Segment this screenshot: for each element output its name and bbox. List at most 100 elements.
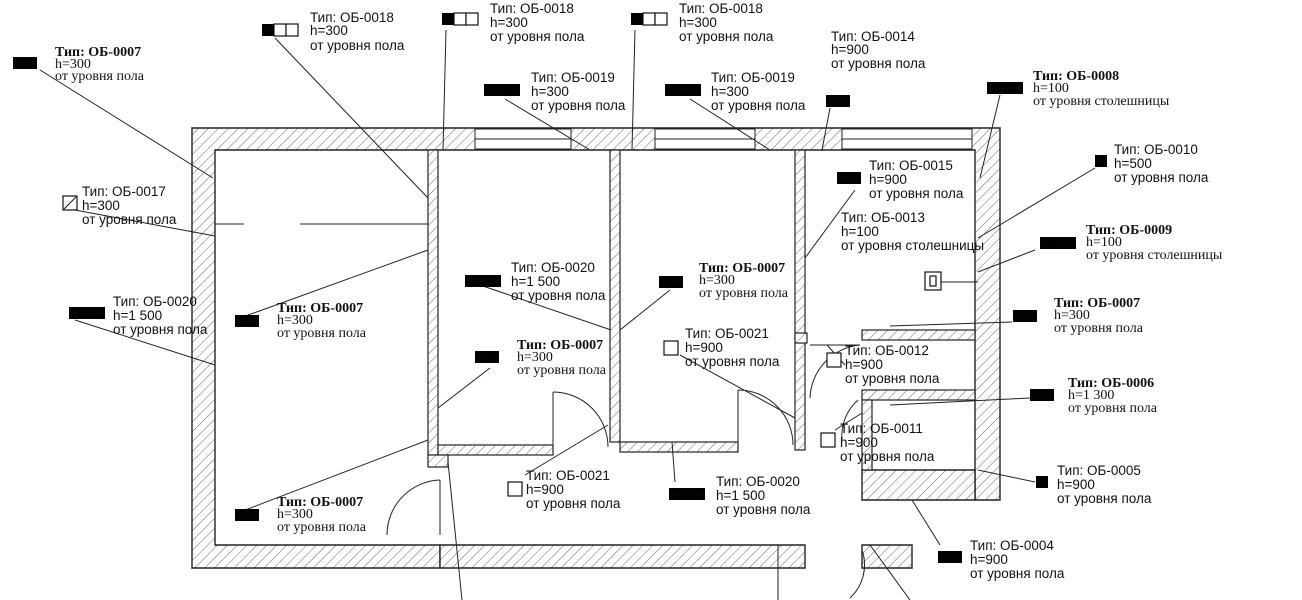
label-type: Тип: ОБ-0020 xyxy=(716,474,800,489)
label-height: h=900 xyxy=(970,552,1008,567)
socket-triple-icon xyxy=(987,82,1023,94)
label-type: Тип: ОБ-0014 xyxy=(831,29,915,44)
outer-wall xyxy=(191,127,1001,569)
label-ref: от уровня пола xyxy=(711,98,806,113)
label-height: h=300 xyxy=(531,84,569,99)
label-ref: от уровня пола xyxy=(685,354,780,369)
label-type: Тип: ОБ-0005 xyxy=(1057,463,1141,478)
label-type: Тип: ОБ-0018 xyxy=(310,10,394,25)
partition-2 xyxy=(609,149,621,443)
label-type: Тип: ОБ-0007 xyxy=(55,45,141,60)
label-height: h=300 xyxy=(490,15,528,30)
label-type: Тип: ОБ-0012 xyxy=(845,343,929,358)
label-height: h=300 xyxy=(1054,308,1090,323)
label-height: h=900 xyxy=(869,172,907,187)
annotation-labels: Тип: ОБ-0007 h=300 от уровня пола Тип: О… xyxy=(55,1,1223,581)
label-height: h=300 xyxy=(82,198,120,213)
socket-icons xyxy=(13,12,1107,563)
label-type: Тип: ОБ-0020 xyxy=(511,260,595,275)
label-type: Тип: ОБ-0019 xyxy=(711,70,795,85)
label-type: Тип: ОБ-0021 xyxy=(685,326,769,341)
socket-panel-icon xyxy=(631,12,668,26)
label-height: h=900 xyxy=(831,42,869,57)
label-ref: от уровня пола xyxy=(82,212,177,227)
label-height: h=100 xyxy=(1033,81,1069,96)
partition-1 xyxy=(427,149,439,456)
sensor-icon xyxy=(62,195,78,211)
label-ref: от уровня пола xyxy=(277,520,367,535)
label-height: h=300 xyxy=(310,23,348,38)
socket-triple-icon xyxy=(669,488,705,500)
label-ref: от уровня пола xyxy=(716,502,811,517)
label-height: h=300 xyxy=(55,57,91,72)
partition-bottom-2 xyxy=(619,441,739,453)
socket-triple-icon xyxy=(484,84,520,96)
label-ref: от уровня пола xyxy=(1054,321,1144,336)
label-ref: от уровня пола xyxy=(699,286,789,301)
label-type: Тип: ОБ-0018 xyxy=(679,1,763,16)
label-height: h=500 xyxy=(1114,156,1152,171)
socket-pair-icon xyxy=(826,95,850,107)
partition-bottom-1 xyxy=(437,444,554,456)
label-type: Тип: ОБ-0015 xyxy=(869,158,953,173)
label-height: h=1 300 xyxy=(1068,388,1114,403)
switch-icon xyxy=(507,481,523,497)
socket-triple-icon xyxy=(69,307,105,319)
label-height: h=900 xyxy=(685,340,723,355)
label-height: h=900 xyxy=(845,357,883,372)
label-ref: от уровня пола xyxy=(831,56,926,71)
socket-triple-icon xyxy=(465,275,501,287)
label-height: h=1 500 xyxy=(716,488,765,503)
socket-panel-icon xyxy=(442,12,479,26)
partition-3 xyxy=(794,149,806,451)
partition-h-1 xyxy=(861,329,976,341)
label-ref: от уровня пола xyxy=(310,38,405,53)
label-height: h=1 500 xyxy=(511,274,560,289)
partition-stub xyxy=(794,332,808,344)
label-height: h=900 xyxy=(1057,477,1095,492)
socket-panel-icon xyxy=(262,23,299,37)
label-type: Тип: ОБ-0007 xyxy=(277,301,363,316)
label-ref: от уровня пола xyxy=(1057,491,1152,506)
label-height: h=300 xyxy=(277,313,313,328)
partition-v-small xyxy=(861,399,873,471)
socket-triple-icon xyxy=(1040,237,1076,249)
label-ref: от уровня пола xyxy=(526,496,621,511)
partition-stub-2 xyxy=(427,454,449,468)
socket-pair-icon xyxy=(659,276,683,288)
label-ref: от уровня пола xyxy=(1114,170,1209,185)
socket-pair-icon xyxy=(235,315,259,327)
socket-pair-icon xyxy=(837,172,861,184)
socket-pair-icon xyxy=(235,509,259,521)
label-type: Тип: ОБ-0007 xyxy=(1054,296,1140,311)
label-height: h=300 xyxy=(679,15,717,30)
socket-pair-icon xyxy=(1013,310,1037,322)
label-ref: от уровня пола xyxy=(113,322,208,337)
label-height: h=100 xyxy=(1086,235,1122,250)
partition-h-2 xyxy=(861,389,976,401)
label-height: h=100 xyxy=(841,224,879,239)
label-type: Тип: ОБ-0007 xyxy=(277,495,363,510)
label-ref: от уровня пола xyxy=(869,186,964,201)
label-ref: от уровня пола xyxy=(679,29,774,44)
label-ref: от уровня пола xyxy=(970,566,1065,581)
label-type: Тип: ОБ-0006 xyxy=(1068,376,1154,391)
label-height: h=300 xyxy=(277,507,313,522)
small-room-wall xyxy=(861,469,976,501)
label-type: Тип: ОБ-0011 xyxy=(840,421,923,436)
switch-icon xyxy=(820,432,836,448)
label-height: h=900 xyxy=(526,482,564,497)
label-ref: от уровня столешницы xyxy=(841,238,984,253)
label-ref: от уровня пола xyxy=(840,449,935,464)
socket-pair-icon xyxy=(938,551,962,563)
label-type: Тип: ОБ-0009 xyxy=(1086,223,1172,238)
label-type: Тип: ОБ-0019 xyxy=(531,70,615,85)
label-ref: от уровня пола xyxy=(511,288,606,303)
label-type: Тип: ОБ-0007 xyxy=(517,338,603,353)
label-type: Тип: ОБ-0020 xyxy=(113,294,197,309)
label-type: Тип: ОБ-0007 xyxy=(699,261,785,276)
walls xyxy=(191,127,1001,599)
label-ref: от уровня пола xyxy=(490,29,585,44)
label-height: h=300 xyxy=(711,84,749,99)
